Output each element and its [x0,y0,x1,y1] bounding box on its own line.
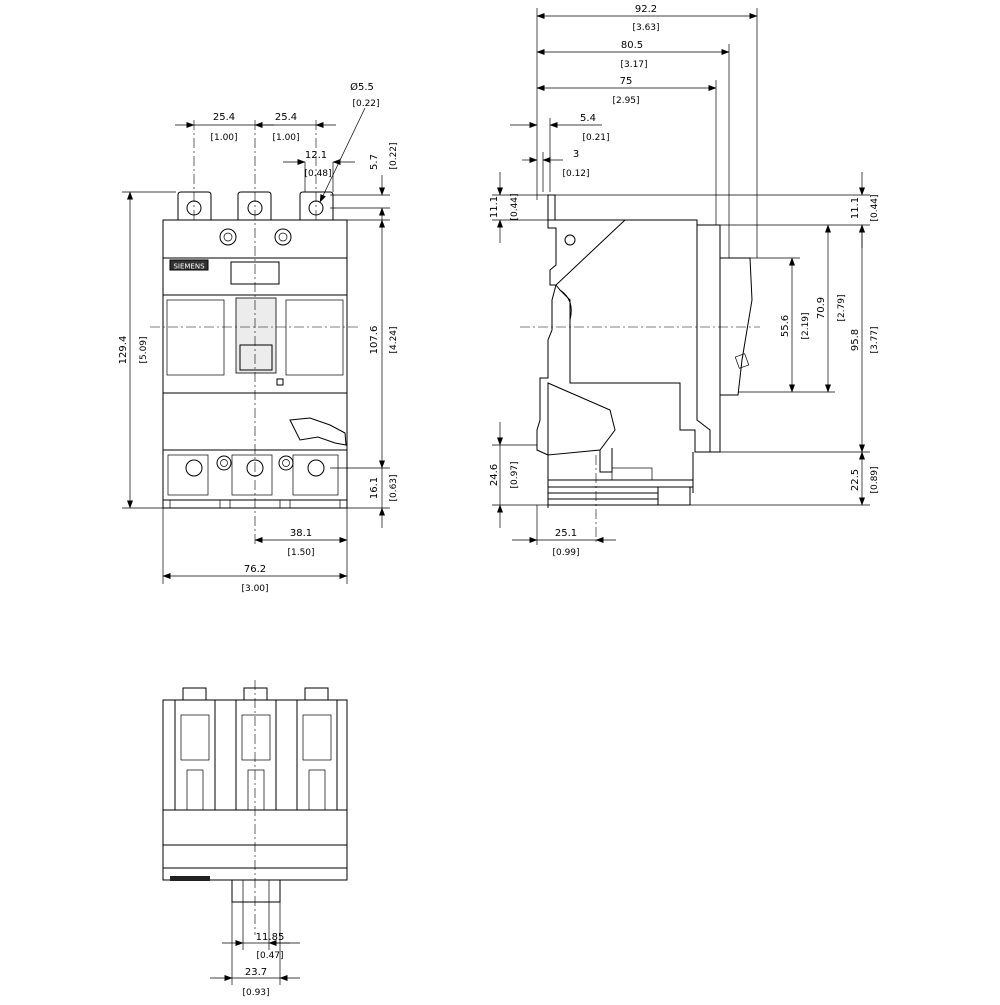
dim-5-4: 5.4 [580,113,596,124]
dim-bottom-term: 16.1 [369,477,380,499]
bottom-terminals [167,417,347,508]
dim-top-left-inch: [0.44] [510,193,520,220]
toggle-handle [235,297,277,374]
dim-depth-75-inch: [2.95] [612,96,639,106]
dim-overall-height-inch: [5.09] [139,336,149,363]
dim-handle-70: 70.9 [816,297,827,319]
dim-slot-width-inch: [0.47] [256,951,283,961]
dim-bottom-left: 24.6 [489,464,500,486]
bottom-pole-lugs [174,687,338,811]
dim-height-95: 95.8 [850,329,861,351]
dim-depth-overall: 92.2 [635,4,657,15]
dim-height-95-inch: [3.77] [870,326,880,353]
mounting-stud [231,879,281,903]
side-view [520,194,760,545]
dim-overall-height: 129.4 [118,336,129,365]
dim-body-height: 107.6 [369,326,380,355]
side-base [547,479,694,488]
dim-lug-width-inch: [0.93] [242,988,269,998]
dim-top-left: 11.1 [489,196,500,218]
front-view-dimensions: 25.4 [1.00] 25.4 [1.00] Ø5.5 [0.22] 12.1… [118,81,399,594]
dim-overall-width: 76.2 [244,564,266,575]
dim-half-width-inch: [1.50] [287,548,314,558]
dim-half-width: 38.1 [290,528,312,539]
dim-term-width: 12.1 [305,150,327,161]
side-view-dimensions: 92.2 [3.63] 80.5 [3.17] 75 [2.95] 5.4 [0… [489,4,880,558]
dim-term-offset-inch: [0.22] [389,142,399,169]
dim-bottom-right-inch: [0.89] [870,466,880,493]
dim-term-width-inch: [0.48] [304,169,331,179]
cover-screws [219,228,292,246]
dim-slot-width: 11.85 [256,932,285,943]
dim-overall-width-inch: [3.00] [241,584,268,594]
dim-hole-dia: Ø5.5 [350,81,374,93]
dim-depth-80-inch: [3.17] [620,60,647,70]
dim-mount-depth-inch: [0.99] [552,548,579,558]
dim-bottom-left-inch: [0.97] [510,461,520,488]
dim-5-4-inch: [0.21] [582,133,609,143]
brand-plate [169,259,209,271]
dim-hole-dia-inch: [0.22] [352,99,379,109]
dim-body-height-inch: [4.24] [389,326,399,353]
dim-3-inch: [0.12] [562,169,589,179]
dim-pitch-left: 25.4 [213,112,235,123]
top-terminals [177,191,334,220]
front-view: SIEMENS [150,120,360,545]
dim-handle-55-inch: [2.19] [801,312,811,339]
dim-pitch-left-inch: [1.00] [210,133,237,143]
dim-pitch-right: 25.4 [275,112,297,123]
side-handle [720,257,753,396]
dim-top-right: 11.1 [850,197,861,219]
dim-top-right-inch: [0.44] [870,194,880,221]
bottom-view-dimensions: 11.85 [0.47] 23.7 [0.93] [210,902,300,998]
dim-bottom-right: 22.5 [850,469,861,491]
dim-mount-depth: 25.1 [555,528,577,539]
dim-handle-70-inch: [2.79] [837,294,847,321]
dim-lug-width: 23.7 [245,967,267,978]
dim-3: 3 [573,149,579,160]
dim-depth-80: 80.5 [621,40,643,51]
brand-label: SIEMENS [173,263,205,271]
dim-depth-overall-inch: [3.63] [632,23,659,33]
dim-depth-75: 75 [620,76,633,87]
dim-term-offset: 5.7 [369,154,380,170]
dim-bottom-term-inch: [0.63] [389,474,399,501]
dim-handle-55: 55.6 [780,315,791,337]
bottom-view [162,680,348,935]
dim-pitch-right-inch: [1.00] [272,133,299,143]
